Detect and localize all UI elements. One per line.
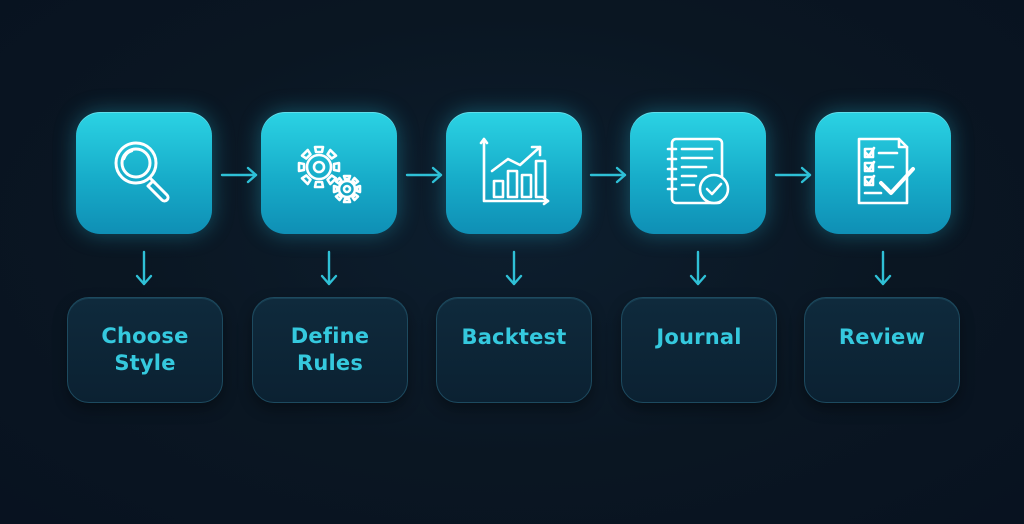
step-3-tile xyxy=(446,112,582,234)
step-2-tile xyxy=(261,112,397,234)
step-5-label: Review xyxy=(838,324,926,349)
gears-icon xyxy=(297,145,362,204)
checklist-icon xyxy=(857,137,915,205)
step-5-tile xyxy=(815,112,951,234)
arrow-right-icon xyxy=(405,166,443,184)
step-4-label: Journal xyxy=(656,324,742,349)
journal-check-icon xyxy=(666,137,730,205)
arrow-right-icon xyxy=(220,166,258,184)
step-1-tile xyxy=(76,112,212,234)
step-1-label-box: Choose Style xyxy=(67,297,223,403)
arrow-down-icon xyxy=(689,250,707,286)
arrow-down-icon xyxy=(505,250,523,286)
step-3-label-box: Backtest xyxy=(436,297,592,403)
step-2-label-box: Define Rules xyxy=(252,297,408,403)
arrow-down-icon xyxy=(135,250,153,286)
arrow-down-icon xyxy=(320,250,338,286)
step-5-label-box: Review xyxy=(804,297,960,403)
arrow-right-icon xyxy=(774,166,812,184)
step-4-tile xyxy=(630,112,766,234)
magnifier-icon xyxy=(114,141,170,203)
step-2-label: Define Rules xyxy=(290,324,370,375)
arrow-right-icon xyxy=(589,166,627,184)
bar-chart-icon xyxy=(479,137,550,206)
step-3-label: Backtest xyxy=(461,324,567,349)
step-1-label: Choose Style xyxy=(101,324,189,375)
arrow-down-icon xyxy=(874,250,892,286)
step-4-label-box: Journal xyxy=(621,297,777,403)
